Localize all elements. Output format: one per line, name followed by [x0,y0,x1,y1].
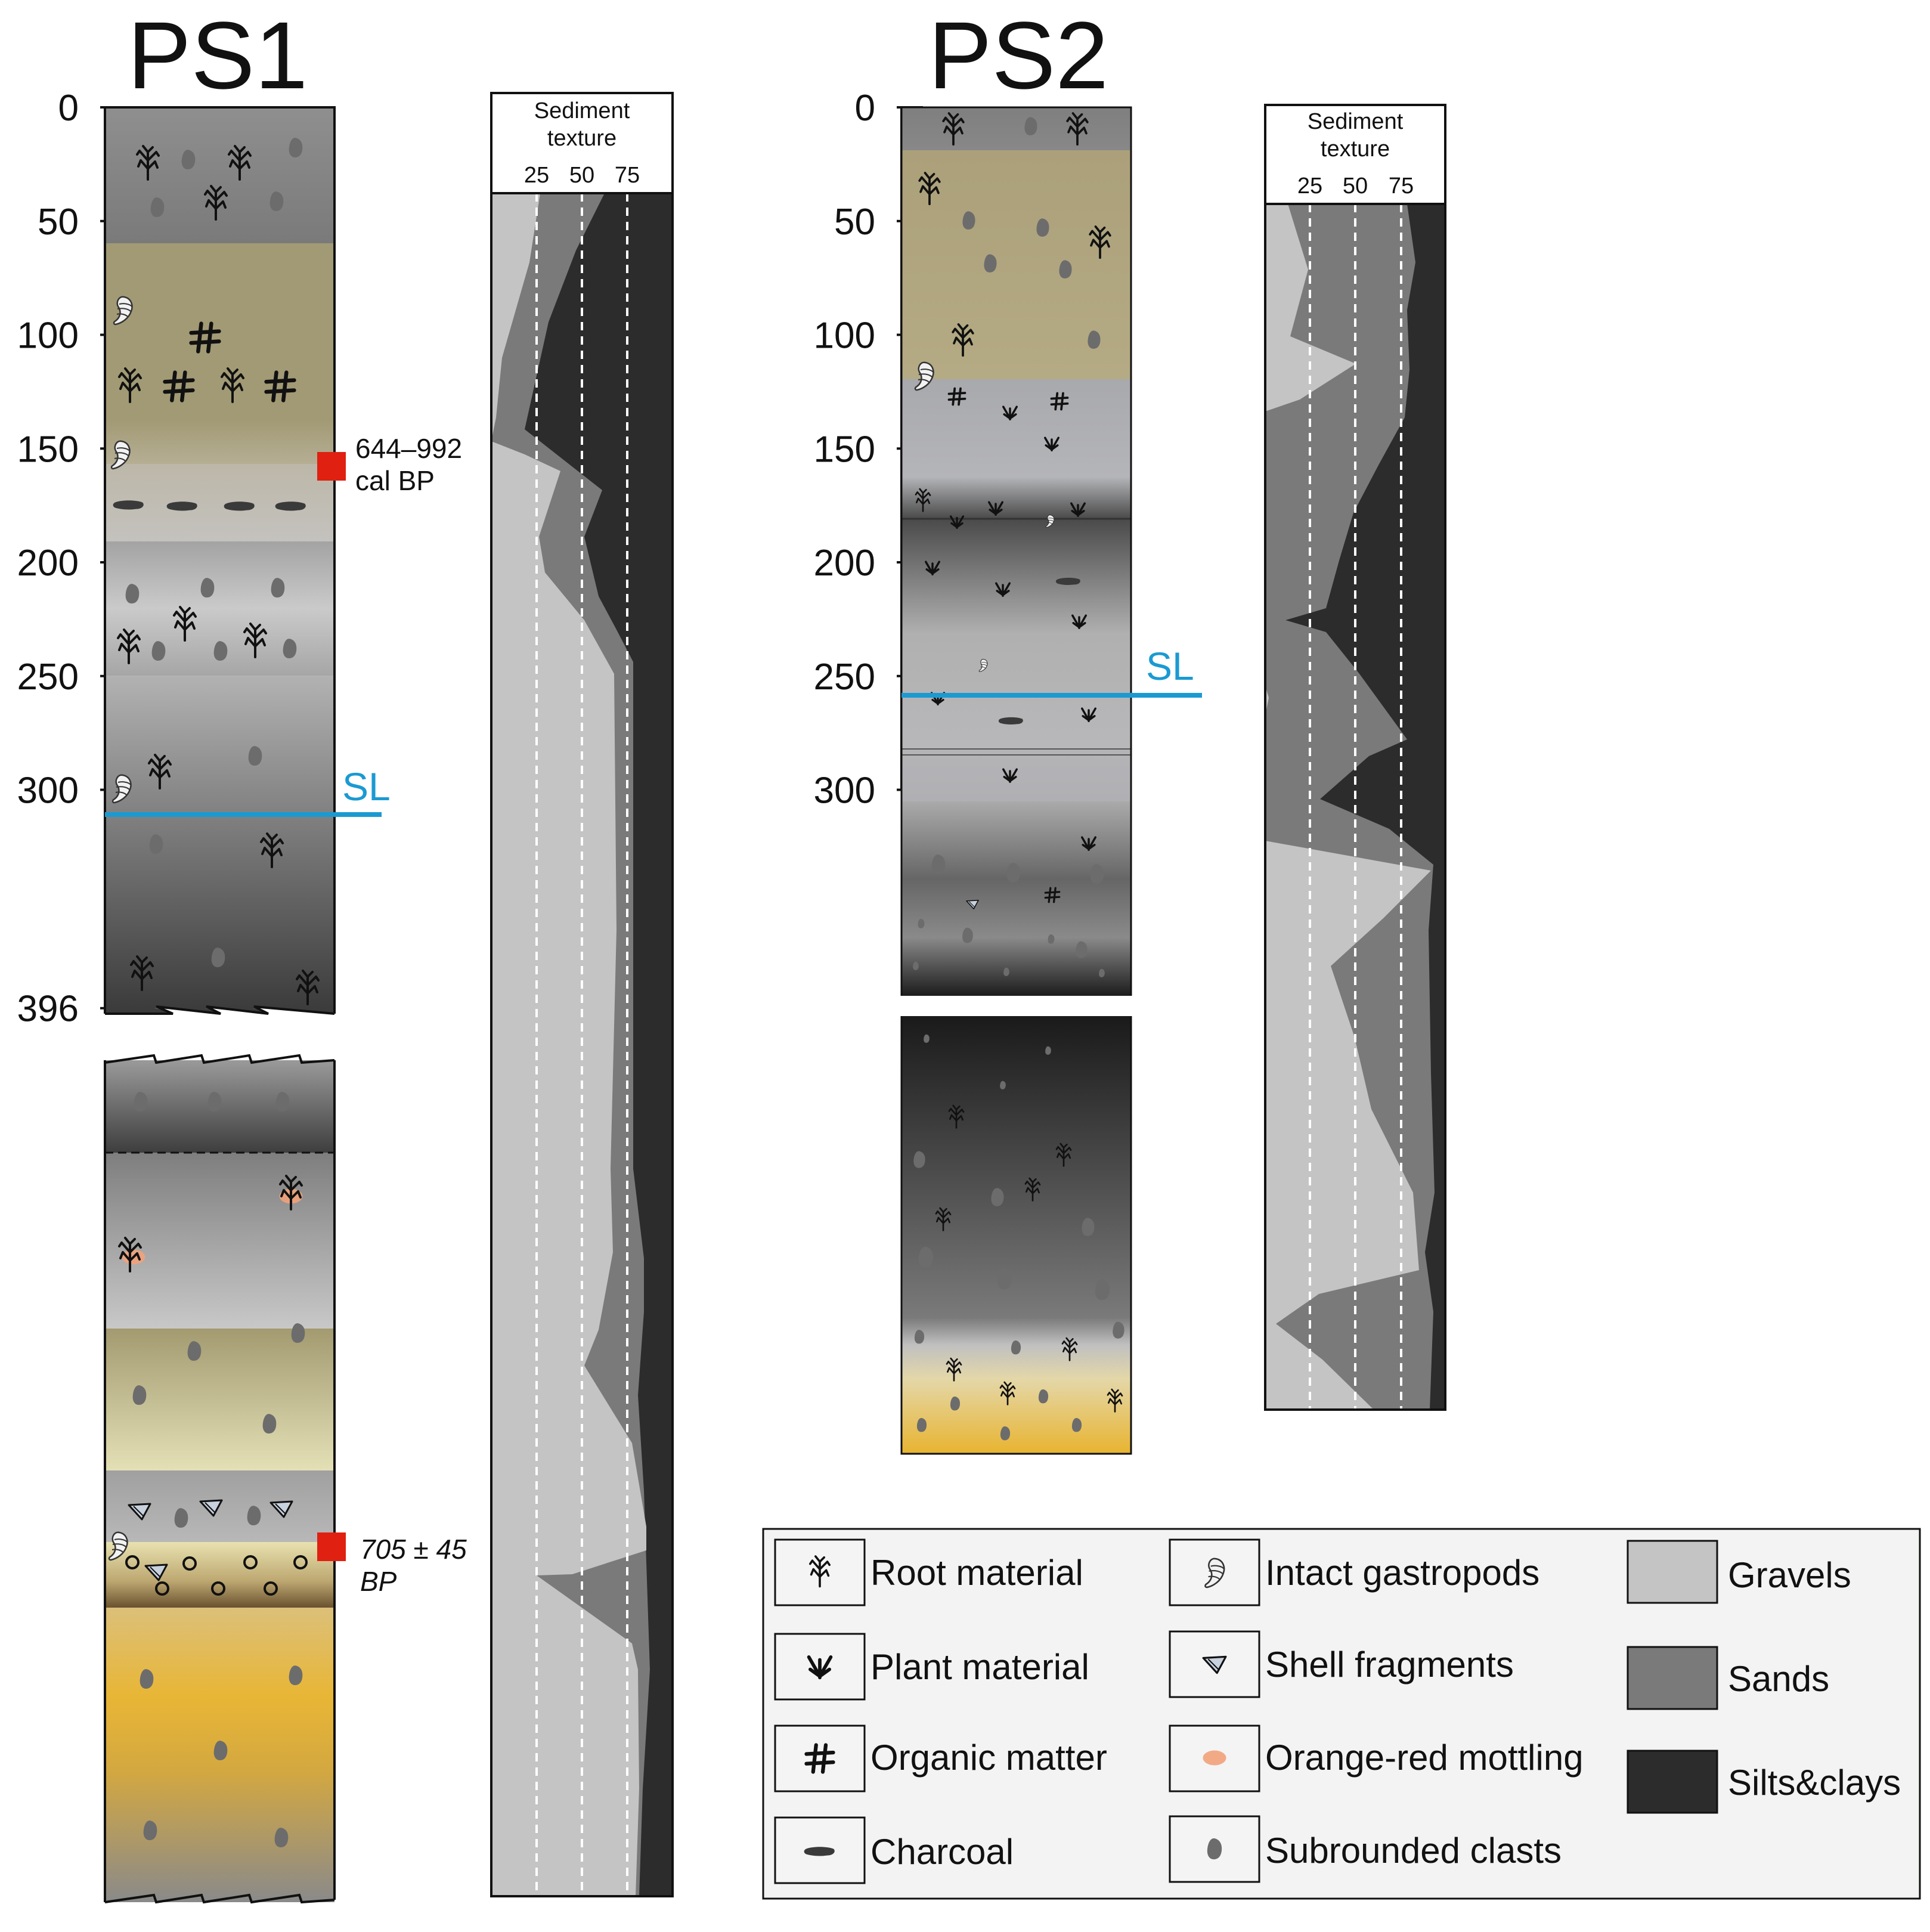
depth-tick-label: 100 [814,315,875,357]
ps2-texture-tick-25: 25 [1297,174,1322,199]
depth-tick-label: 150 [814,429,875,470]
legend-swatch-silts [1627,1750,1718,1814]
ps2-texture-tick-50: 50 [1343,174,1368,199]
charcoal-icon [1055,577,1080,586]
ps2-texture-header [1264,104,1446,205]
depth-tick-label: 0 [58,88,79,129]
ps1-texture-tick-25: 25 [524,163,549,188]
ps1-layer [105,1542,334,1608]
ps1-date-marker-1 [317,452,346,481]
depth-tick-label: 50 [38,202,79,243]
ps1-outline [104,106,336,1902]
depth-tick-label: 250 [17,657,79,698]
legend-label-root: Root material [870,1553,1083,1593]
depth-tick-label: 50 [834,202,875,243]
charcoal-icon [275,501,306,511]
ps2-layer [902,107,1131,150]
ps1-date-1-line1: 644–992 [355,433,462,464]
ps2-column-group: PS2 0 50 100 150 200 250 300 [814,2,1446,1455]
depth-tick-label: 200 [814,543,875,584]
legend-swatch-sands [1627,1646,1718,1710]
ps2-layer [902,519,1131,749]
legend-label-charcoal: Charcoal [870,1832,1014,1872]
depth-tick-label: 300 [814,770,875,812]
ps1-date-2-line2: BP [360,1566,397,1597]
charcoal-icon [224,501,255,511]
ps1-symbols [108,138,320,1847]
legend-label-organic: Organic matter [870,1738,1107,1778]
depth-tick-label: 0 [855,88,875,129]
charcoal-icon [804,1847,835,1856]
legend-label-clast: Subrounded clasts [1265,1831,1562,1871]
ps1-texture-tick-50: 50 [569,163,594,188]
depth-tick-label: 150 [17,429,79,470]
legend-label-gastropod: Intact gastropods [1265,1553,1539,1593]
ps1-break-line [105,1005,335,1015]
legend-label-sands: Sands [1728,1659,1829,1699]
legend-label-shell: Shell fragments [1265,1645,1514,1685]
legend-label-plant: Plant material [870,1647,1089,1687]
legend-box [762,1528,1921,1900]
ps2-depth-axis: 0 50 100 150 200 250 300 [814,88,923,812]
legend: Root material Plant material Organic mat… [762,1528,1921,1900]
ps1-break [101,1008,340,1060]
legend-key-box [774,1724,866,1792]
ps2-texture-tick-75: 75 [1389,174,1414,199]
depth-tick-label: 396 [17,989,79,1030]
ps1-layer [105,107,334,243]
ps1-texture-tick-75: 75 [615,163,640,188]
ps2-layer [902,1016,1131,1318]
ps1-date-1-line2: cal BP [355,465,435,496]
mottling-icon [1203,1750,1226,1766]
ps2-layer [902,749,1131,801]
grain-icon [125,1555,140,1569]
depth-tick-label: 300 [17,770,79,812]
legend-label-gravels: Gravels [1728,1555,1851,1595]
legend-swatch-gravels [1627,1540,1718,1604]
grain-icon [182,1556,197,1571]
ps2-texture-panel: Sediment texture 25 50 75 [1264,104,1446,1411]
ps1-texture-header [490,92,674,194]
ps1-texture-panel: Sediment texture 25 50 75 [490,92,674,1897]
ps1-texture-frame [490,192,674,1897]
charcoal-icon [113,500,144,510]
charcoal-icon [998,717,1023,725]
ps1-title: PS1 [128,2,308,109]
grain-icon [155,1581,169,1596]
depth-tick-label: 200 [17,543,79,584]
depth-tick-label: 100 [17,315,79,357]
ps1-texture-title-2: texture [547,126,617,151]
ps1-sea-level-label: SL [342,764,391,809]
ps1-break-line [104,1054,335,1064]
ps1-texture-title-1: Sediment [534,98,630,123]
ps1-layer [105,1153,334,1329]
ps1-column-group: PS1 0 50 100 150 200 250 300 396 [17,2,674,1904]
ps2-layer [902,801,1131,996]
charcoal-icon [166,501,197,511]
ps2-layer [902,1318,1131,1454]
ps1-bottom-break [104,1893,335,1904]
grain-icon [243,1555,258,1569]
ps2-texture-title-2: texture [1321,137,1390,162]
ps1-layer [105,243,334,464]
depth-tick-label: 250 [814,657,875,698]
grain-icon [264,1581,278,1596]
ps2-layer [902,379,1131,519]
ps2-lithology [900,106,1132,1455]
ps2-outline [900,106,1132,1455]
ps1-depth-axis: 0 50 100 150 200 250 300 396 [17,88,126,1030]
ps2-texture-gravels [1265,204,1431,1410]
ps2-texture-frame [1264,203,1446,1411]
legend-label-silts: Silts&clays [1728,1763,1901,1803]
grain-icon [211,1581,225,1596]
ps2-sea-level-label: SL [1146,644,1194,688]
ps2-title: PS2 [928,2,1108,109]
ps1-date-marker-2 [317,1532,346,1561]
legend-label-mottling: Orange-red mottling [1265,1738,1584,1778]
grain-icon [293,1555,308,1569]
ps1-texture-gravels [491,193,646,1896]
ps2-texture-title-1: Sediment [1308,109,1404,134]
ps1-date-2-line1: 705 ± 45 [360,1534,467,1565]
